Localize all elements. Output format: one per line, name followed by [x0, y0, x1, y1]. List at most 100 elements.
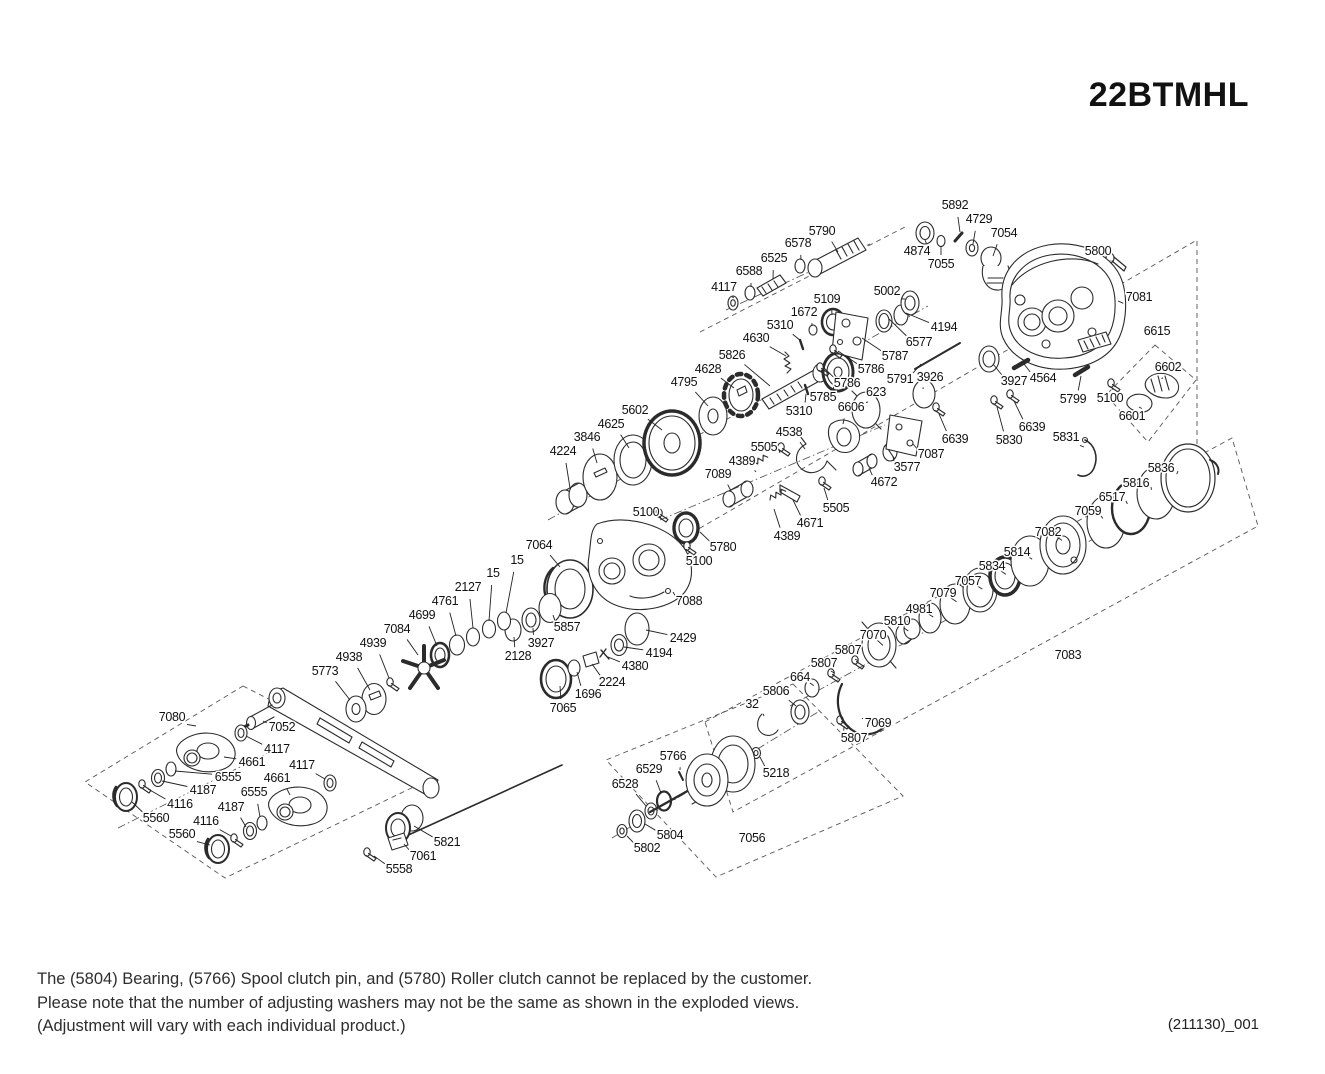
part-label: 7089: [705, 467, 732, 481]
leader-line: [868, 467, 873, 476]
part-label: 7084: [384, 622, 411, 636]
part-label: 5807: [811, 656, 838, 670]
part-label: 3927: [1001, 374, 1028, 388]
leader-line: [809, 682, 814, 686]
leader-line: [950, 597, 957, 603]
leader-line: [1023, 363, 1031, 373]
part-label: 3577: [894, 460, 921, 474]
leader-line: [565, 462, 571, 489]
leader-line: [635, 793, 647, 807]
leader-line: [823, 367, 834, 378]
part-label: 15: [486, 566, 500, 580]
part-label: 3926: [917, 370, 944, 384]
part-label: 4194: [646, 646, 673, 660]
leader-lines: [131, 216, 1179, 865]
part-label: 5816: [1123, 476, 1150, 490]
leader-line: [861, 717, 864, 720]
part-label: 4389: [774, 529, 801, 543]
leader-line: [992, 363, 1002, 375]
part-label: 3846: [574, 430, 601, 444]
leader-line: [196, 841, 211, 846]
leader-line: [413, 825, 433, 838]
part-label: 5814: [1004, 545, 1031, 559]
part-label: 5807: [835, 643, 862, 657]
leader-line: [788, 699, 797, 707]
leader-line: [373, 855, 386, 865]
part-label: 5002: [874, 284, 901, 298]
spool-group: [616, 735, 756, 839]
part-label: 5109: [814, 292, 841, 306]
part-label: 5826: [719, 348, 746, 362]
part-label: 4874: [904, 244, 931, 258]
part-label: 4628: [695, 362, 722, 376]
part-label: 5791: [887, 372, 914, 386]
leader-line: [832, 383, 835, 390]
leader-line: [623, 646, 644, 651]
part-label: 4564: [1030, 371, 1057, 385]
part-label: 6577: [906, 335, 933, 349]
part-label: 6606: [838, 400, 865, 414]
leader-line: [804, 393, 807, 403]
leader-line: [830, 670, 835, 674]
part-label: 623: [866, 385, 886, 399]
part-label: 4761: [432, 594, 459, 608]
part-label: 6602: [1155, 360, 1182, 374]
part-label: 4661: [264, 771, 291, 785]
part-label: 4117: [289, 758, 315, 772]
drive-gear-train: [555, 290, 961, 515]
leader-line: [1125, 500, 1128, 505]
leader-line: [644, 823, 656, 831]
part-label: 4699: [409, 608, 436, 622]
leader-line: [727, 484, 732, 492]
footnote-line: (Adjustment will vary with each individu…: [37, 1017, 406, 1035]
part-label: 5800: [1085, 244, 1112, 258]
part-label: 5857: [554, 620, 581, 634]
leader-line: [131, 801, 143, 813]
leader-line: [513, 636, 516, 648]
part-label: 7080: [159, 710, 186, 724]
part-label: 664: [790, 670, 810, 684]
part-label: 4625: [598, 417, 625, 431]
leader-line: [938, 413, 947, 432]
model-title: 22BTMHL: [1088, 76, 1249, 114]
part-label: 5785: [810, 390, 837, 404]
part-label: 2224: [599, 675, 626, 689]
leader-line: [147, 788, 166, 800]
leader-line: [975, 584, 983, 590]
leader-line: [428, 626, 438, 647]
leader-line: [876, 639, 884, 646]
part-label: 7056: [739, 831, 766, 845]
part-label: 4938: [336, 650, 363, 664]
part-label: 4380: [622, 659, 649, 673]
part-label: 4661: [239, 755, 266, 769]
leader-line: [240, 817, 247, 828]
leader-line: [1077, 375, 1082, 391]
leader-line: [903, 627, 909, 632]
part-label: 4671: [797, 516, 824, 530]
part-label: 4939: [360, 636, 387, 650]
part-label: 5830: [996, 433, 1023, 447]
leader-line: [996, 406, 1004, 432]
part-label: 6517: [1099, 490, 1126, 504]
leader-line: [161, 780, 188, 787]
leader-line: [657, 514, 662, 520]
leader-line: [245, 735, 263, 745]
part-label: 4795: [671, 375, 698, 389]
part-label: 5100: [1097, 391, 1124, 405]
part-label: 6601: [1119, 409, 1146, 423]
leader-line: [645, 629, 668, 635]
leader-line: [892, 456, 895, 462]
star-drag-chain: [345, 592, 650, 723]
leader-line: [379, 654, 390, 679]
leader-line: [620, 434, 630, 449]
leader-line: [576, 671, 582, 686]
part-label: 7083: [1055, 648, 1082, 662]
part-label: 5804: [657, 828, 684, 842]
part-label: 1696: [575, 687, 602, 701]
leader-line: [607, 656, 620, 663]
leader-line: [773, 508, 781, 528]
part-label: 7055: [928, 257, 955, 271]
leader-line: [505, 571, 515, 614]
part-label: 15: [510, 553, 524, 567]
leader-line: [1013, 400, 1024, 420]
